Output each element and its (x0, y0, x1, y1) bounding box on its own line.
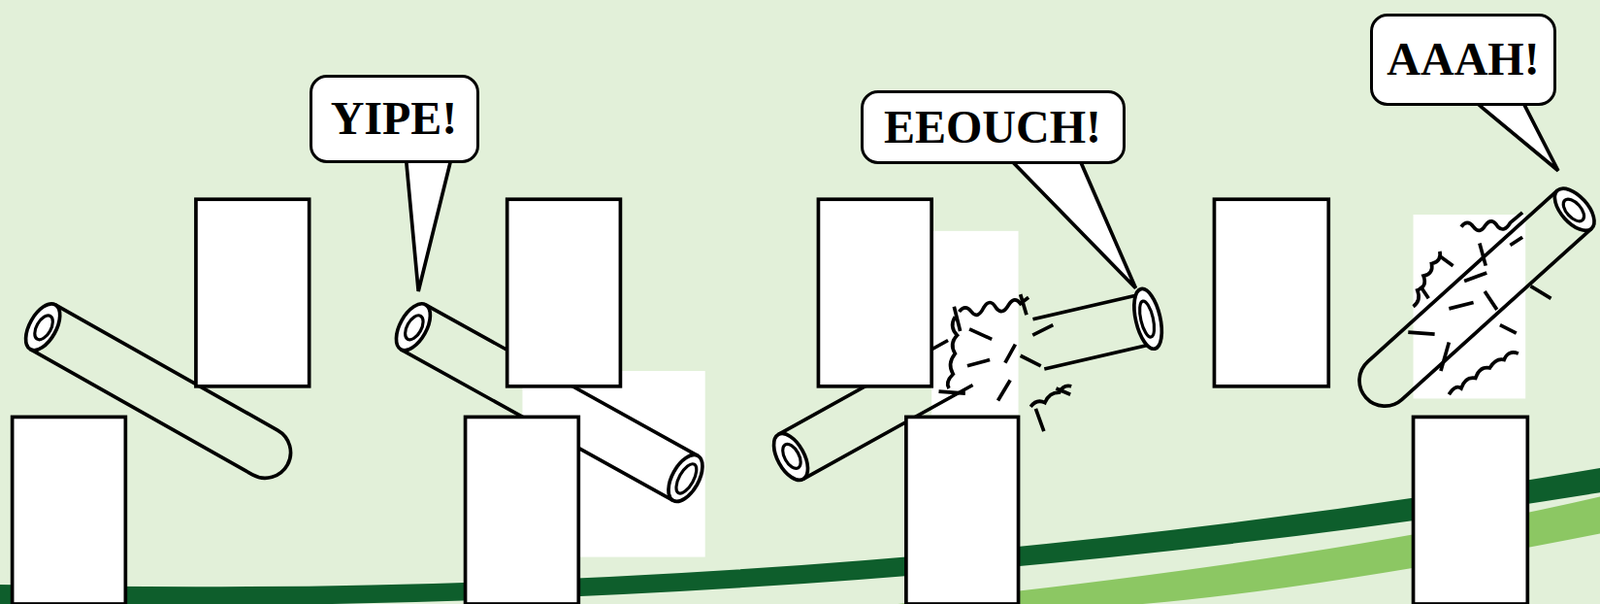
bubble-tail (406, 159, 452, 292)
crack-marks (1407, 212, 1551, 394)
block (906, 416, 1019, 604)
swoosh-dark (0, 467, 1600, 604)
block (195, 198, 310, 387)
exclamation: YIPE! (330, 95, 458, 142)
block (817, 198, 932, 387)
block (465, 416, 580, 604)
bubble-tail (1474, 100, 1559, 171)
block (507, 198, 621, 387)
block (12, 416, 127, 604)
speech-bubble: AAAH! (1370, 13, 1557, 106)
speech-bubble: EEOUCH! (860, 90, 1126, 164)
exclamation: EEOUCH! (883, 103, 1102, 151)
block (1213, 198, 1329, 387)
bubble-tail (1010, 159, 1136, 289)
tube (1031, 286, 1167, 374)
block (1413, 416, 1529, 604)
crack-marks (939, 293, 1073, 431)
exclamation: AAAH! (1386, 35, 1539, 83)
tube (1348, 181, 1600, 417)
speech-bubble: YIPE! (309, 74, 480, 164)
